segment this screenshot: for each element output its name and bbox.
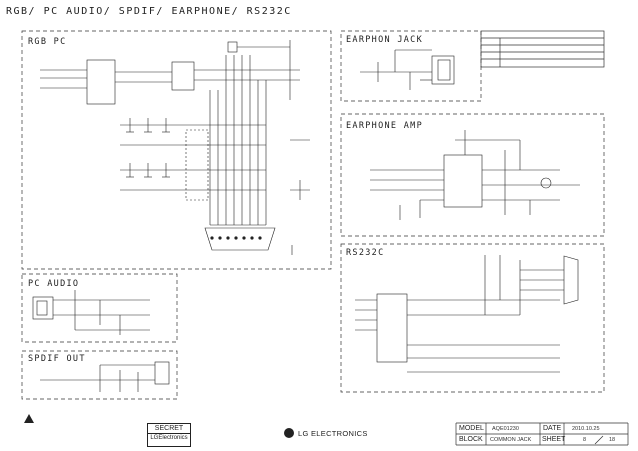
sheet-label: SHEET	[542, 436, 566, 443]
amp-ic	[443, 154, 483, 208]
section-label-spdif-out: SPDIF OUT	[28, 354, 86, 364]
block-label: BLOCK	[459, 436, 483, 443]
rgb-ic-3	[227, 41, 238, 53]
spdif-out-frame	[21, 350, 178, 400]
db9-connector	[563, 255, 579, 305]
warning-icon	[24, 414, 34, 423]
rgb-pc-frame	[21, 30, 332, 270]
section-label-earphone-jack: EARPHON JACK	[346, 35, 424, 45]
dsub-connector	[204, 227, 276, 251]
secret-label: SECRET	[148, 424, 190, 434]
section-label-pc-audio: PC AUDIO	[28, 279, 80, 289]
sheet-number: 8	[583, 437, 587, 443]
rgb-ic-2	[171, 61, 195, 91]
earphone-amp-frame	[340, 113, 605, 237]
sheet-total: 18	[609, 437, 616, 443]
company-small-label: LGElectronics	[150, 435, 188, 441]
model-value: AQE01230	[492, 426, 519, 432]
pc-audio-frame	[21, 273, 178, 343]
model-label: MODEL	[459, 425, 484, 432]
block-value: COMMON JACK	[490, 437, 532, 443]
rgb-ic-1	[86, 59, 116, 105]
rs232-ic	[376, 293, 408, 363]
secret-stamp: SECRET LGElectronics	[147, 423, 191, 447]
date-label: DATE	[543, 425, 562, 432]
lg-logo-icon	[284, 428, 294, 438]
rs232c-frame	[340, 243, 605, 393]
page-title: RGB/ PC AUDIO/ SPDIF/ EARPHONE/ RS232C	[6, 6, 292, 17]
section-label-rgb-pc: RGB PC	[28, 37, 67, 47]
date-value: 2010.10.25	[572, 426, 600, 432]
section-label-rs232c: RS232C	[346, 248, 385, 258]
section-label-earphone-amp: EARPHONE AMP	[346, 121, 424, 131]
brand-name: LG ELECTRONICS	[298, 429, 368, 438]
